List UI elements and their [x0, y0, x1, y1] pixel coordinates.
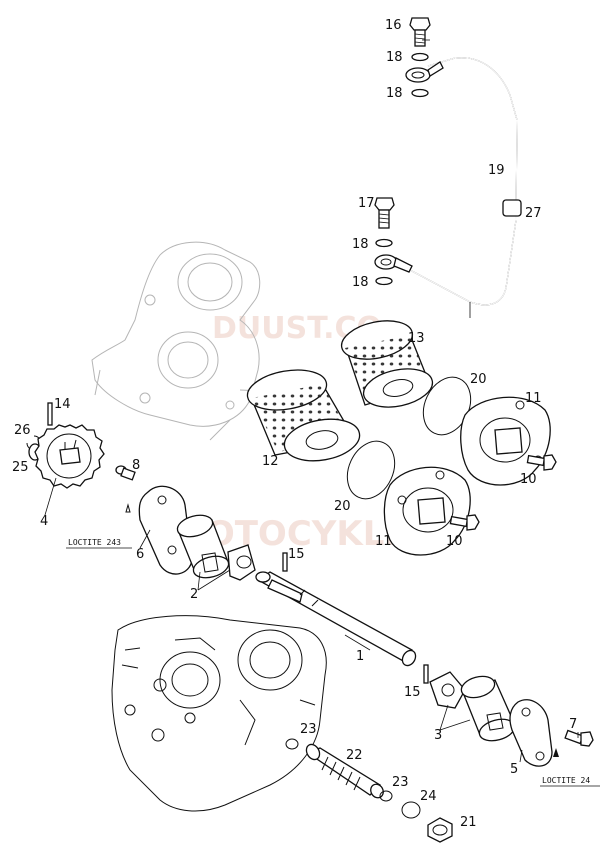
callout-16: 16	[385, 18, 402, 33]
callout-labels: 1 2 3 4 5 6 7 8 10 10 11 11 12 13 14 15 …	[12, 18, 577, 830]
callout-4: 4	[40, 514, 48, 529]
callout-18c: 18	[352, 237, 369, 252]
o-ring-24	[401, 801, 421, 819]
oil-pump-gear	[34, 424, 105, 489]
callout-18b: 18	[386, 86, 403, 101]
cover-screw-upper	[526, 454, 557, 471]
pump-rotor-right	[460, 675, 516, 742]
oil-strainer	[305, 743, 384, 799]
banjo-fitting-lower	[374, 254, 413, 273]
callout-22: 22	[346, 748, 363, 763]
loctite-note-right: LOCTITE 24	[542, 776, 590, 785]
o-ring-23-upper	[285, 738, 299, 750]
pin-shaft-lower	[423, 664, 429, 684]
loctite-note-left: LOCTITE 243	[68, 538, 121, 547]
callout-18d: 18	[352, 275, 369, 290]
callout-23a: 23	[300, 722, 317, 737]
callout-1: 1	[356, 649, 364, 664]
callout-13: 13	[408, 331, 425, 346]
oil-pump-shaft	[255, 571, 417, 667]
pin-shaft-upper	[282, 552, 288, 572]
o-ring-lower	[346, 440, 396, 500]
callout-11b: 11	[375, 534, 392, 549]
oil-filter-front	[246, 369, 361, 462]
callout-12: 12	[262, 454, 279, 469]
drain-plug	[427, 817, 453, 843]
callout-18a: 18	[386, 50, 403, 65]
pump-cover-right	[509, 699, 553, 767]
callout-5: 5	[510, 762, 518, 777]
oil-filter-rear	[340, 320, 434, 408]
filter-cover-lower	[383, 466, 471, 556]
callout-19: 19	[488, 163, 505, 178]
pump-inner-rotor-left	[227, 544, 256, 581]
callout-15b: 15	[404, 685, 421, 700]
pump-inner-rotor-right	[429, 671, 466, 709]
callout-26: 26	[14, 423, 31, 438]
bolt-7	[553, 729, 594, 757]
line-clamp	[502, 199, 522, 217]
callout-21: 21	[460, 815, 477, 830]
callout-17: 17	[358, 196, 375, 211]
filter-cover-upper	[460, 396, 551, 486]
washer	[375, 276, 393, 286]
callout-25: 25	[12, 460, 29, 475]
callout-10b: 10	[446, 534, 463, 549]
callout-24: 24	[420, 789, 437, 804]
pin	[47, 402, 53, 426]
callout-7: 7	[569, 717, 577, 732]
callout-23b: 23	[392, 775, 409, 790]
bolt-8	[115, 465, 136, 513]
engine-case-lower-ghost	[111, 615, 327, 812]
banjo-fitting-upper	[405, 61, 444, 83]
washer	[411, 52, 429, 62]
pump-cover-left	[138, 485, 193, 575]
callout-15a: 15	[288, 547, 305, 562]
loctite-drop	[125, 503, 131, 513]
callout-2: 2	[190, 587, 198, 602]
loctite-drop	[553, 748, 559, 757]
callout-10a: 10	[520, 472, 537, 487]
washer	[411, 88, 429, 98]
washer	[375, 238, 393, 248]
leader-lines	[44, 39, 579, 763]
callout-3: 3	[434, 728, 442, 743]
callout-20b: 20	[334, 499, 351, 514]
o-ring-23-lower	[379, 790, 393, 802]
callout-11a: 11	[525, 391, 542, 406]
callout-6: 6	[136, 547, 144, 562]
banjo-bolt-lower	[374, 197, 395, 229]
callout-14: 14	[54, 397, 71, 412]
oil-line	[409, 57, 522, 306]
banjo-bolt-upper	[409, 17, 431, 47]
cover-screw-lower	[449, 514, 480, 531]
callout-8: 8	[132, 458, 140, 473]
callout-20a: 20	[470, 372, 487, 387]
callout-27: 27	[525, 206, 542, 221]
